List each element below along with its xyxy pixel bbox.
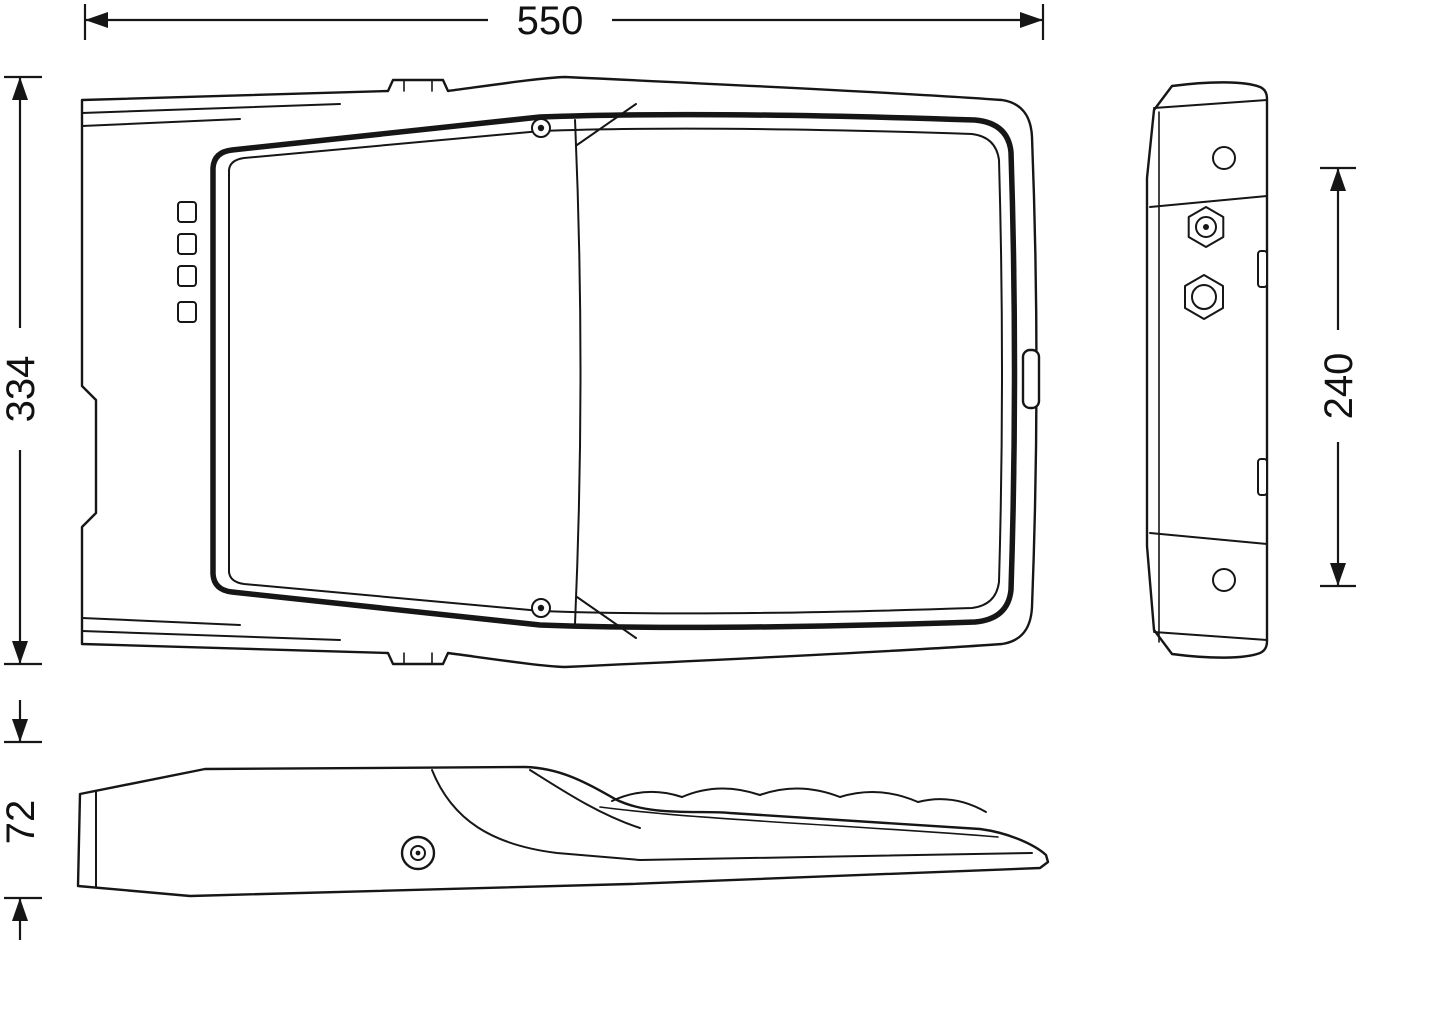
dimension-overall-length-label: 550 bbox=[517, 0, 584, 43]
end-cap-line-top bbox=[1153, 99, 1268, 109]
pivot-joint bbox=[400, 835, 436, 871]
top-view bbox=[80, 75, 1041, 669]
end-cap-line-bottom bbox=[1153, 631, 1268, 641]
rib-arc bbox=[839, 791, 919, 803]
arrowhead-down-icon bbox=[12, 719, 28, 742]
rib-base-line bbox=[599, 806, 999, 838]
screw-center bbox=[537, 604, 545, 612]
housing-frame-inner bbox=[228, 127, 1003, 615]
arrowhead-down-icon bbox=[1330, 563, 1346, 586]
dimension-housing-height: 240 bbox=[1317, 166, 1361, 588]
cable-gland-top bbox=[1187, 206, 1225, 248]
dimension-housing-height-label: 240 bbox=[1317, 353, 1361, 420]
bracket-line bbox=[81, 617, 241, 626]
mounting-hole-bottom bbox=[1212, 568, 1236, 592]
pivot-center bbox=[415, 850, 421, 856]
hinge-knuckle bbox=[177, 233, 197, 255]
dimension-profile-height-label: 72 bbox=[0, 800, 43, 845]
arrowhead-left-icon bbox=[85, 12, 108, 28]
bracket-line bbox=[81, 118, 241, 127]
lens-chamfer-bottom bbox=[576, 596, 637, 639]
rib-arc bbox=[759, 787, 841, 798]
top-connector-detail bbox=[403, 79, 433, 665]
end-clip-top bbox=[1257, 250, 1268, 288]
side-view-outline bbox=[76, 765, 1050, 898]
dimension-profile-height: 72 bbox=[0, 700, 43, 940]
lens-chamfer-top bbox=[576, 103, 637, 146]
lens-edge-line bbox=[639, 852, 1033, 861]
hinge-knuckle bbox=[177, 301, 197, 323]
rib-arc bbox=[611, 790, 683, 802]
arrowhead-up-icon bbox=[1330, 168, 1346, 191]
screw-bottom bbox=[531, 598, 551, 618]
arrowhead-down-icon bbox=[12, 641, 28, 664]
cover-ribs bbox=[599, 787, 999, 838]
end-body-line-top bbox=[1149, 195, 1268, 208]
screw-center bbox=[537, 124, 545, 132]
arrowhead-up-icon bbox=[12, 898, 28, 921]
bracket-contour-lines bbox=[81, 103, 341, 641]
lens-divider bbox=[574, 119, 582, 625]
screw-top bbox=[531, 118, 551, 138]
hinge-knuckles bbox=[177, 201, 197, 323]
arrowhead-up-icon bbox=[12, 77, 28, 100]
cable-gland-bottom bbox=[1184, 274, 1224, 320]
mounting-hole-top bbox=[1212, 146, 1236, 170]
bracket-line bbox=[81, 630, 341, 641]
joint-line-upper bbox=[529, 769, 641, 829]
rib-arc bbox=[681, 787, 761, 798]
gland-center bbox=[1203, 224, 1209, 230]
dimension-overall-width: 334 bbox=[0, 75, 43, 666]
bracket-line bbox=[81, 103, 341, 114]
end-clip-bottom bbox=[1257, 458, 1268, 496]
housing-clip bbox=[1021, 348, 1041, 410]
arrowhead-right-icon bbox=[1020, 12, 1043, 28]
dimension-overall-length: 550 bbox=[83, 0, 1045, 43]
end-view bbox=[1145, 81, 1269, 659]
side-view bbox=[76, 765, 1050, 898]
rib-arc bbox=[917, 798, 987, 813]
housing-frame-outer bbox=[210, 111, 1018, 631]
joint-line-lower bbox=[431, 769, 641, 861]
gland-opening bbox=[1191, 284, 1217, 310]
dimension-overall-width-label: 334 bbox=[0, 356, 43, 423]
end-view-outline bbox=[1145, 81, 1269, 659]
top-view-outer-silhouette bbox=[80, 75, 1038, 669]
end-body-line-bottom bbox=[1149, 532, 1268, 545]
hinge-knuckle bbox=[177, 265, 197, 287]
hinge-knuckle bbox=[177, 201, 197, 223]
